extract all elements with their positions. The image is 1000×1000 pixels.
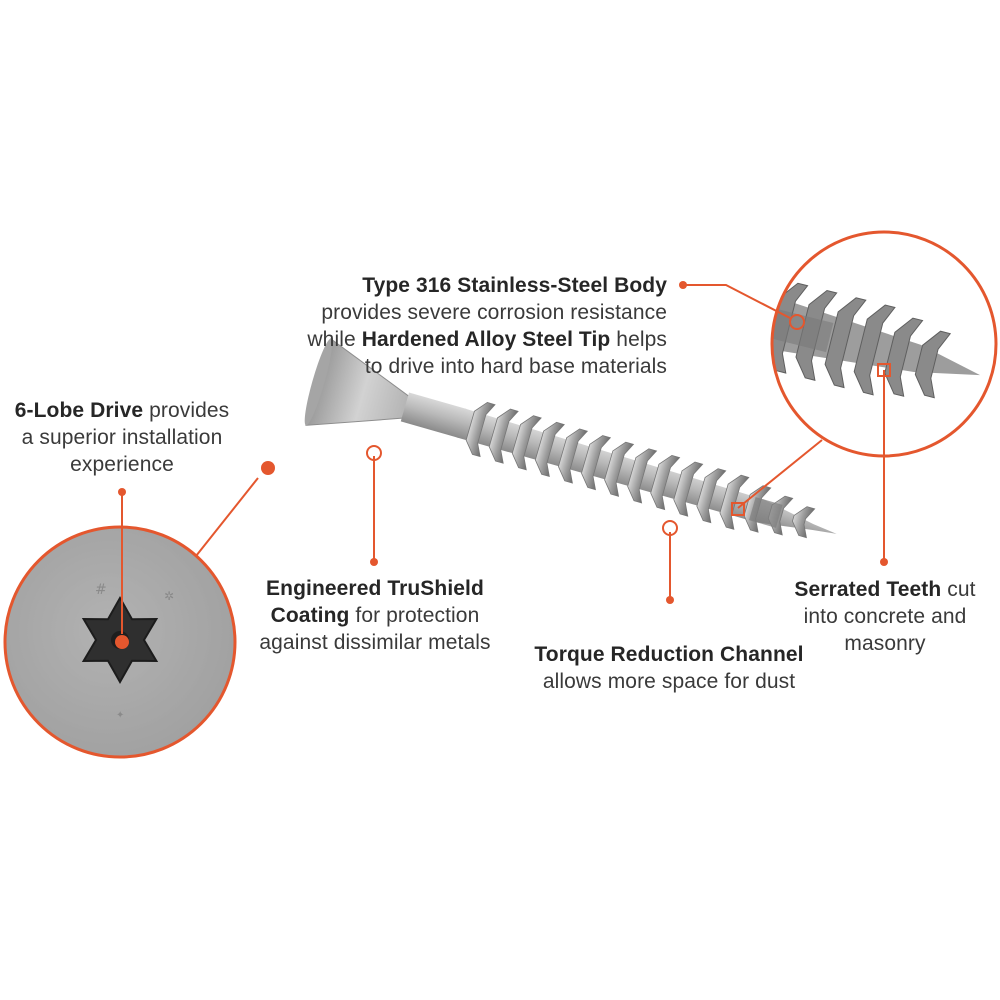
screw-thread xyxy=(488,408,519,464)
drive-callout-line2: a superior installation xyxy=(21,426,223,449)
body-callout: Type 316 Stainless-Steel Body provides s… xyxy=(247,272,667,380)
svg-text:#: # xyxy=(95,582,107,598)
serrated-tip-zoom xyxy=(770,230,998,458)
coating-callout-line3: against dissimilar metals xyxy=(259,631,491,654)
body-callout-line4: to drive into hard base materials xyxy=(364,355,667,378)
screw-thread xyxy=(673,461,704,517)
body-callout-line3-post: helps xyxy=(610,328,667,351)
screw-thread xyxy=(792,506,816,539)
callout-connectors xyxy=(121,284,885,634)
body-callout-tip: Hardened Alloy Steel Tip xyxy=(361,328,611,351)
body-callout-line3-pre: while xyxy=(307,328,362,351)
screw-thread xyxy=(627,448,658,504)
teeth-callout-line2: into concrete and xyxy=(803,605,967,628)
screw-thread xyxy=(465,402,496,458)
channel-callout-line2: allows more space for dust xyxy=(542,670,796,693)
coating-callout-title: Engineered TruShield xyxy=(266,577,484,600)
body-callout-line2: provides severe corrosion resistance xyxy=(321,301,667,324)
callout-markers xyxy=(115,281,891,649)
zoom-thread xyxy=(853,304,896,396)
drive-callout-title: 6-Lobe Drive xyxy=(14,399,144,422)
drive-callout-line3: experience xyxy=(70,453,174,476)
coating-callout-rest: for protection xyxy=(349,604,480,627)
screw-thread xyxy=(650,454,681,511)
screw-thread xyxy=(557,428,589,484)
teeth-callout-rest: cut xyxy=(941,578,976,601)
screw-thread xyxy=(534,421,565,478)
svg-text:✲: ✲ xyxy=(164,589,174,603)
drive-callout: 6-Lobe Drive provides a superior install… xyxy=(0,397,244,478)
zoom-thread xyxy=(884,317,924,397)
svg-text:✦: ✦ xyxy=(116,710,124,721)
teeth-callout-line3: masonry xyxy=(844,632,926,655)
coating-callout-title2: Coating xyxy=(270,604,350,627)
teeth-callout-title: Serrated Teeth xyxy=(794,578,942,601)
screw-thread xyxy=(581,435,612,491)
screw-thread xyxy=(696,468,727,524)
screw-thread xyxy=(604,441,635,497)
screw-thread xyxy=(511,415,542,471)
zoom-thread xyxy=(824,297,867,389)
drive-callout-rest: provides xyxy=(143,399,230,422)
body-callout-title: Type 316 Stainless-Steel Body xyxy=(362,274,667,297)
coating-callout: Engineered TruShield Coating for protect… xyxy=(248,575,502,656)
zoom-thread xyxy=(914,330,952,399)
channel-callout-title: Torque Reduction Channel xyxy=(534,643,804,666)
channel-callout: Torque Reduction Channel allows more spa… xyxy=(524,641,814,695)
teeth-callout: Serrated Teeth cut into concrete and mas… xyxy=(780,576,990,657)
